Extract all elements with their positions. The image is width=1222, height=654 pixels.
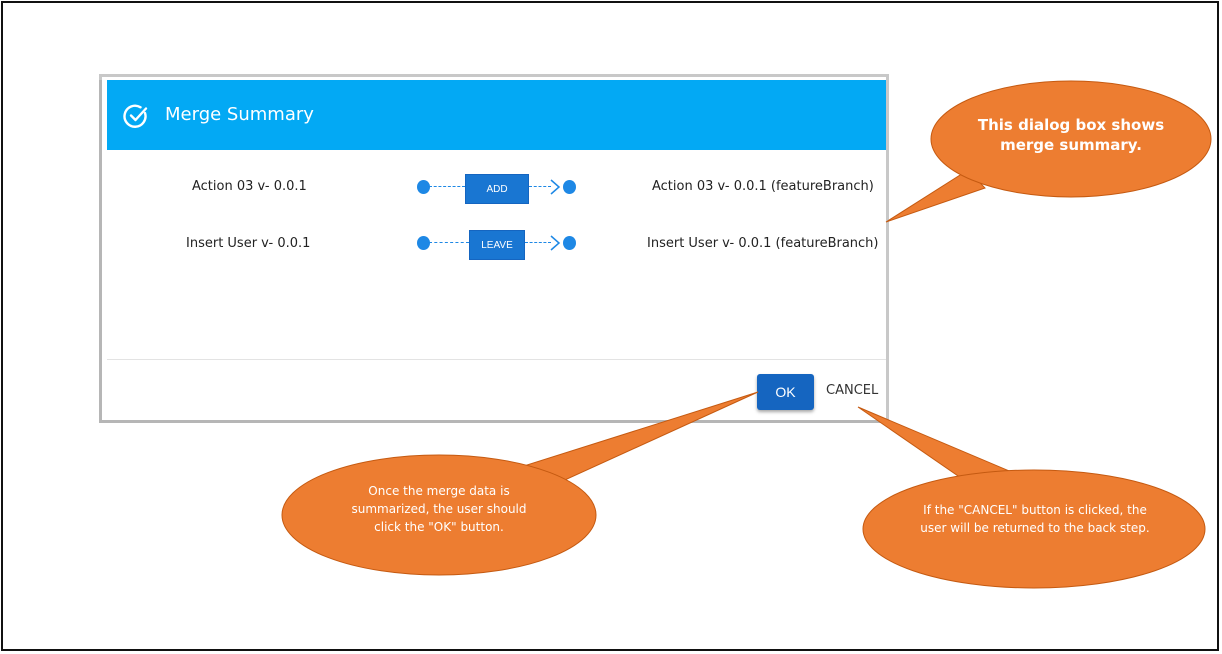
merge-action-add[interactable]: ADD (465, 174, 529, 204)
source-dot (417, 180, 430, 194)
merge-connector: LEAVE (415, 230, 580, 260)
callout-cancel-note (857, 406, 1206, 589)
callout-dialog-note (885, 80, 1212, 223)
row-source-label: Action 03 v- 0.0.1 (192, 179, 307, 194)
callout-dialog-text: This dialog box shows merge summary. (977, 116, 1165, 154)
target-dot (563, 236, 576, 250)
cancel-button[interactable]: CANCEL (826, 383, 879, 398)
row-target-label: Insert User v- 0.0.1 (featureBranch) (647, 236, 879, 251)
arrow-right-icon (550, 235, 561, 251)
check-circle-icon (123, 104, 148, 128)
callout-ok-note (281, 391, 759, 576)
ok-button[interactable]: OK (757, 374, 814, 410)
target-dot (563, 180, 576, 194)
merge-summary-dialog: Merge Summary Action 03 v- 0.0.1 ADD Act… (102, 77, 886, 420)
dialog-title: Merge Summary (165, 104, 314, 125)
source-dot (417, 236, 430, 250)
callout-ok-text: Once the merge data is summarized, the u… (351, 484, 527, 534)
callout-cancel-text: If the "CANCEL" button is clicked, the u… (920, 503, 1150, 535)
merge-action-leave[interactable]: LEAVE (469, 230, 525, 260)
dialog-header: Merge Summary (107, 80, 886, 150)
arrow-right-icon (550, 179, 561, 195)
footer-divider (107, 359, 886, 360)
row-source-label: Insert User v- 0.0.1 (186, 236, 311, 251)
merge-connector: ADD (415, 174, 580, 204)
row-target-label: Action 03 v- 0.0.1 (featureBranch) (652, 179, 874, 194)
